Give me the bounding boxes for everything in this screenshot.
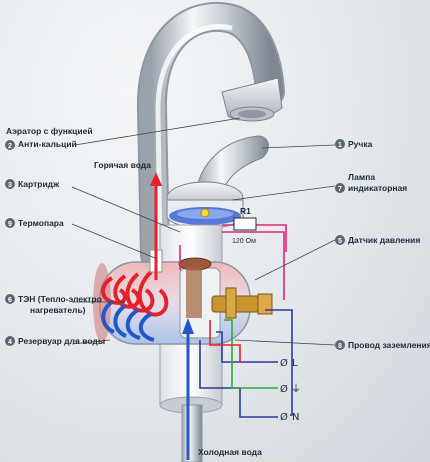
ground-label: Провод заземления — [348, 340, 430, 350]
ground-symbol-icon: ⏚ — [291, 383, 301, 395]
lamp-number: 7 — [338, 186, 342, 193]
cold-water-arrow — [182, 318, 194, 460]
terminal-ground: Ø ⏚ — [280, 383, 301, 395]
terminal-l-phi: Ø — [280, 357, 288, 369]
label-thermocouple: 9 Термопара — [5, 218, 64, 228]
reservoir-label: Резервуар для воды — [18, 336, 105, 346]
hot-water-arrow — [150, 172, 162, 280]
resistor-r1 — [233, 217, 257, 231]
faucet-spout — [136, 2, 285, 270]
cartridge-number: 3 — [8, 182, 12, 189]
pressure-number: 5 — [338, 238, 342, 245]
label-reservoir: 4 Резервуар для воды — [5, 336, 105, 346]
wiring — [179, 217, 293, 418]
indicator-lamp-dot — [200, 208, 210, 218]
terminal-n-label: N — [292, 412, 299, 423]
heater-number: 6 — [8, 297, 12, 304]
terminal-n-phi: Ø — [280, 411, 288, 423]
pressure-label: Датчик давления — [348, 235, 420, 245]
thermocouple-number: 9 — [8, 221, 12, 228]
pressure-sensor — [211, 287, 273, 319]
label-heater: 6 ТЭН (Тепло-электро нагреватель) — [5, 294, 102, 315]
thermocouple-label: Термопара — [18, 218, 64, 228]
hot-water-label: Горячая вода — [94, 160, 151, 170]
label-pressure: 5 Датчик давления — [335, 235, 420, 245]
label-handle: 1 Ручка — [335, 139, 373, 149]
cold-water-label: Холодная вода — [198, 447, 262, 457]
aerator-label-1: Аэратор с функцией — [6, 126, 93, 136]
handle-number: 1 — [338, 142, 342, 149]
handle — [195, 135, 269, 197]
terminal-n: Ø N — [280, 411, 299, 423]
terminal-l-label: L — [292, 358, 298, 369]
heater-label-1: ТЭН (Тепло-электро — [18, 294, 102, 304]
leader-lines — [71, 117, 336, 346]
heater-label-2: нагреватель) — [30, 305, 86, 315]
aerator-label-2: Анти-кальций — [18, 139, 77, 149]
handle-label: Ручка — [348, 139, 373, 149]
label-aerator: Аэратор с функцией 2 Анти-кальций — [5, 126, 93, 150]
label-ground: 8 Провод заземления — [335, 340, 430, 350]
aerator — [221, 77, 283, 122]
reservoir-number: 4 — [8, 339, 12, 346]
cartridge-cap — [166, 181, 244, 229]
r1-value: 120 Ом — [232, 238, 256, 245]
cartridge-label: Картридж — [18, 179, 60, 189]
r1-label: R1 — [240, 206, 251, 216]
aerator-number: 2 — [8, 143, 12, 150]
label-cartridge: 3 Картридж — [5, 179, 60, 189]
internal-pipes — [149, 249, 221, 339]
ground-number: 8 — [338, 343, 342, 350]
label-lamp: Лампа 7 индикаторная — [335, 172, 407, 193]
lamp-label-1: Лампа — [348, 172, 375, 182]
lamp-label-2: индикаторная — [348, 183, 407, 193]
terminal-ground-phi: Ø — [280, 383, 288, 395]
terminal-l: Ø L — [280, 357, 298, 369]
